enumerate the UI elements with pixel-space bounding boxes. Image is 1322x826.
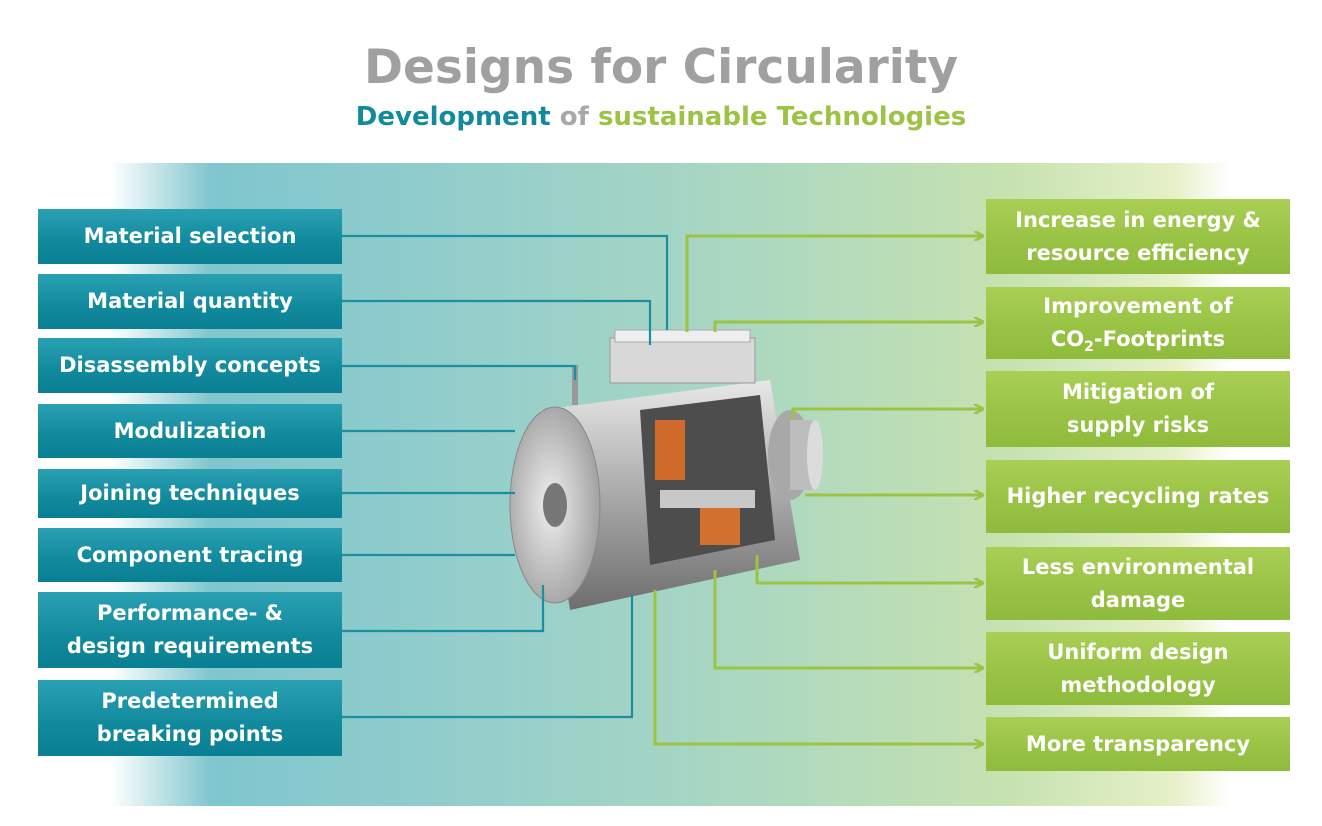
co2-line1: Improvement of: [1043, 294, 1233, 318]
page-title: Designs for Circularity: [363, 40, 959, 95]
motor-illustration: [509, 329, 823, 610]
right-item-energy-resource-efficiency: Increase in energy & resource efficiency: [986, 199, 1290, 274]
subtitle-technologies: Technologies: [776, 102, 967, 132]
right-arrows: [653, 236, 982, 744]
left-item-predetermined-breaking-points: Predetermined breaking points: [38, 680, 342, 756]
right-item-co2-footprints: Improvement of CO2-Footprints: [986, 287, 1290, 359]
left-item-joining-techniques: Joining techniques: [38, 469, 342, 518]
subtitle-development: Development: [355, 102, 551, 132]
left-connectors: [342, 234, 669, 719]
page-subtitle: Development of sustainable Technologies: [0, 102, 1322, 132]
right-item-uniform-design-methodology: Uniform design methodology: [986, 632, 1290, 705]
left-item-disassembly-concepts: Disassembly concepts: [38, 338, 342, 393]
right-item-less-environmental-damage: Less environmental damage: [986, 547, 1290, 620]
right-item-mitigation-supply-risks: Mitigation of supply risks: [986, 371, 1290, 447]
footprints-text: -Footprints: [1093, 327, 1226, 351]
left-item-material-quantity: Material quantity: [38, 274, 342, 329]
right-item-more-transparency: More transparency: [986, 717, 1290, 771]
co2-subscript: 2: [1084, 339, 1094, 356]
left-item-performance-design-requirements: Performance- & design requirements: [38, 592, 342, 668]
left-item-material-selection: Material selection: [38, 209, 342, 264]
left-item-modulization: Modulization: [38, 404, 342, 458]
left-item-component-tracing: Component tracing: [38, 528, 342, 582]
right-item-higher-recycling-rates: Higher recycling rates: [986, 460, 1290, 533]
subtitle-sustainable: sustainable: [597, 102, 768, 132]
subtitle-of: of: [559, 102, 589, 132]
co2-text: CO: [1050, 327, 1085, 351]
